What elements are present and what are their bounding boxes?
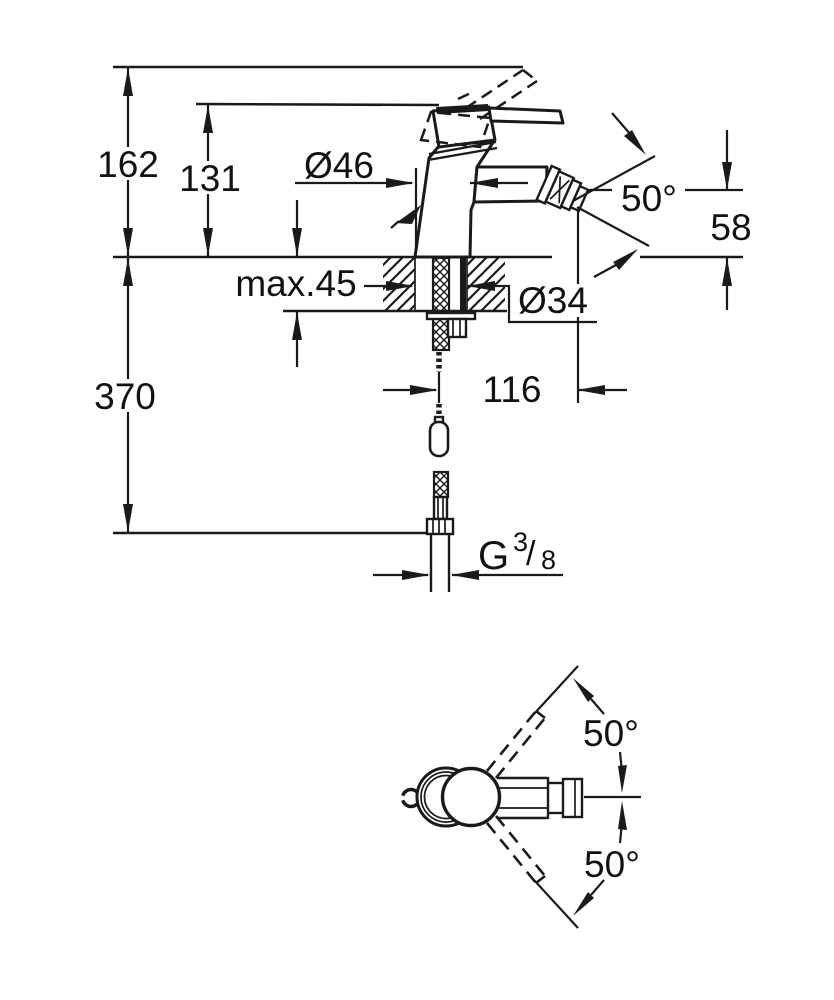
plan-swivel-angle-upper: 50° [583,713,639,754]
arrow-tail [590,698,605,715]
dim-aerator-angle: 50° [621,178,677,219]
faucet-body-group [390,68,590,259]
swivel-ray-lower [533,879,579,929]
arrowhead-swivel-upper [573,678,594,702]
raised-lever-edge-1 [465,68,524,110]
angle-arrow-tail-upper [611,112,632,136]
plan-view: 50° 50° [398,665,641,929]
swivel-ray-upper [533,665,579,715]
body-seam-upper [428,140,497,156]
fastening-nut [446,317,468,339]
arrowhead [451,570,479,580]
raised-lever-detail [457,90,474,101]
arrowhead [123,68,133,96]
arrowhead-angle-upper [624,130,646,155]
swung-spout-upper-tip [535,709,546,720]
pull-knob [428,420,450,458]
arrowhead [577,385,605,395]
arrowhead-centerline-upper [618,765,627,793]
arrowhead-angle-lower [613,249,638,270]
label-bg [98,147,158,180]
dim-body-diameter: Ø46 [304,145,374,186]
dimension-lines [126,68,729,577]
dim-hose-drop: 370 [94,376,156,417]
arrowhead [722,258,732,286]
fastening-assembly [425,256,477,352]
arrowhead-swivel-lower [573,892,594,916]
arrowhead [470,178,498,188]
body-marker-tail [390,220,400,229]
thread-denominator: 8 [541,545,556,575]
ref-line-body-top [195,102,440,107]
dimension-labels: 162 131 Ø46 max.45 Ø34 50° 58 370 116 G … [94,144,752,578]
dim-hole-diameter: Ø34 [518,280,588,321]
swung-spout-lower-edge-2 [494,815,547,877]
swung-spout-upper-edge-2 [494,717,547,779]
aerator-knurl [549,176,570,204]
thread-prefix: G [478,534,509,578]
front-view: 162 131 Ø46 max.45 Ø34 50° 58 370 116 G … [94,65,752,592]
raised-cap-outline [419,110,492,149]
dimension-arrowheads [123,68,732,580]
angle-ray-upper [572,155,656,202]
eyelet-opening [398,794,409,802]
pop-up-chain [428,352,450,458]
swung-spout-upper-edge-1 [485,710,538,772]
arrowhead [410,385,438,395]
plan-faucet [398,766,641,828]
dim-handle-height: 131 [179,158,241,199]
arrowhead [203,228,213,256]
body-marker-flag [396,205,421,224]
dim-max-deck-thickness: max.45 [235,263,356,304]
arrowhead-centerline-lower [618,801,627,830]
thread-slash: / [526,535,536,573]
thread-numerator: 3 [513,527,528,557]
angle-arrow-tail-lower [593,264,617,278]
arrow-tail [590,879,605,896]
label-bg [512,284,596,317]
arrowhead [123,258,133,286]
swung-spout-lower-tip [535,874,546,885]
pop-up-rod [460,258,466,313]
cap-top-strip [436,104,489,114]
threaded-shank [431,256,451,352]
plan-swivel-angle-lower: 50° [584,844,640,885]
arrowhead [292,312,302,340]
dim-outlet-reach: 116 [483,369,542,410]
plan-swivel-annotation: 50° 50° [485,665,640,929]
label-bg [181,161,240,194]
angle-ray-lower [576,206,650,247]
arrowhead [123,228,133,256]
lever-handle [487,106,565,125]
thread-label: G 3 / 8 [478,527,556,578]
hose-connection-nut [425,517,455,536]
arrowhead [386,178,414,188]
swung-spout-lower-edge-1 [485,822,538,884]
arrowhead [203,105,213,133]
raised-lever-tip [522,69,538,82]
arrowhead [467,281,495,291]
plan-aerator-flange [561,777,584,819]
arrowhead [292,228,302,256]
hose-braid-segment [432,470,450,499]
arrow-tail [618,821,624,844]
supply-hose [425,470,455,592]
arrowhead [402,570,430,580]
body-seam-lower [427,146,498,162]
hose-crimp-sleeve [432,495,449,521]
label-bg [94,379,156,412]
dim-outlet-height: 58 [710,207,751,248]
arrowhead [722,162,732,190]
raised-lever-edge-2 [479,79,538,121]
arrowhead [386,281,414,291]
arrow-tail [618,751,624,773]
arrowhead [123,504,133,532]
plan-handle-circle [440,766,502,828]
raised-lever-dashed [419,68,538,149]
dim-total-height: 162 [97,144,159,185]
